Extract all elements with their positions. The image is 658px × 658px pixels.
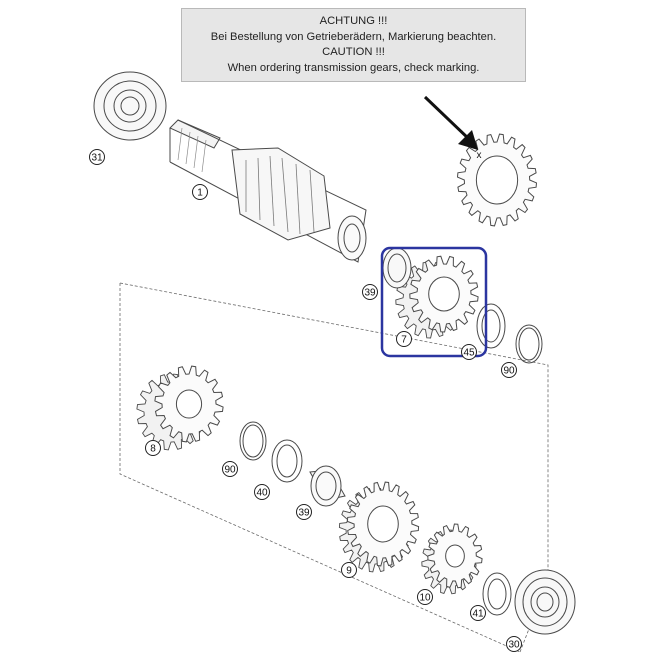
callout-number: 90 xyxy=(224,465,236,476)
marking-symbol: x xyxy=(477,150,482,161)
callout-circle xyxy=(396,331,412,347)
notice-line-en-2: When ordering transmission gears, check … xyxy=(227,61,480,74)
callout-part-31: 31 xyxy=(89,149,105,165)
callout-circle xyxy=(470,605,486,621)
callout-number: 41 xyxy=(472,609,484,620)
callout-part-10: 10 xyxy=(417,589,433,605)
callout-circle xyxy=(506,636,522,652)
callout-circle xyxy=(89,149,105,165)
callout-number: 31 xyxy=(91,153,103,164)
callout-part-1: 1 xyxy=(192,184,208,200)
callout-circle xyxy=(296,504,312,520)
callout-number: 30 xyxy=(508,640,520,651)
callout-circle xyxy=(501,362,517,378)
callout-circle xyxy=(362,284,378,300)
callout-labels: 31 1 39 7 45 90 8 90 40 39 9 10 41 30 xyxy=(89,149,522,652)
notice-line-de-1: ACHTUNG !!! xyxy=(319,15,388,27)
gear-8 xyxy=(136,365,224,451)
callout-circle xyxy=(145,440,161,456)
callout-number: 10 xyxy=(419,593,431,604)
callout-part-39-upper: 39 xyxy=(362,284,378,300)
bearing-30 xyxy=(514,569,576,635)
callout-part-9: 9 xyxy=(341,562,357,578)
callout-number: 39 xyxy=(364,288,376,299)
bushing-39-lower xyxy=(309,465,346,507)
callout-circle xyxy=(341,562,357,578)
callout-number: 9 xyxy=(346,566,352,577)
circlip-90-lower xyxy=(239,421,267,461)
washer-45 xyxy=(476,303,506,349)
callout-part-40: 40 xyxy=(254,484,270,500)
callout-part-30: 30 xyxy=(506,636,522,652)
gear-7 xyxy=(395,255,479,339)
callout-part-45: 45 xyxy=(461,344,477,360)
callout-part-90-lower: 90 xyxy=(222,461,238,477)
callout-part-90-upper: 90 xyxy=(501,362,517,378)
callout-part-8: 8 xyxy=(145,440,161,456)
gear-9 xyxy=(338,481,420,573)
bushing-39-upper xyxy=(382,247,412,289)
marked-reference-gear xyxy=(456,133,538,227)
washer-40 xyxy=(271,439,303,483)
callout-number: 7 xyxy=(401,335,407,346)
callout-part-7: 7 xyxy=(396,331,412,347)
callout-circle xyxy=(192,184,208,200)
callout-circle xyxy=(222,461,238,477)
notice-line-de-2: Bei Bestellung von Getrieberädern, Marki… xyxy=(210,30,497,43)
callout-part-39-lower: 39 xyxy=(296,504,312,520)
highlight-frame xyxy=(380,246,488,358)
down-right-arrow-icon xyxy=(423,95,478,150)
notice-line-en-1: CAUTION !!! xyxy=(322,46,385,59)
callout-number: 8 xyxy=(150,444,156,455)
callout-part-41: 41 xyxy=(470,605,486,621)
main-shaft xyxy=(169,119,367,263)
callout-circle xyxy=(417,589,433,605)
callout-number: 1 xyxy=(197,188,203,199)
callout-circle xyxy=(461,344,477,360)
assembly-outline xyxy=(119,282,549,653)
bearing-31 xyxy=(93,71,167,141)
circlip-90-upper xyxy=(515,324,543,364)
callout-number: 40 xyxy=(256,488,268,499)
callout-number: 45 xyxy=(463,348,475,359)
gear-10 xyxy=(421,523,483,595)
caution-notice: ACHTUNG !!! Bei Bestellung von Getrieber… xyxy=(181,8,526,82)
callout-number: 90 xyxy=(503,366,515,377)
callout-circle xyxy=(254,484,270,500)
callout-number: 39 xyxy=(298,508,310,519)
washer-41 xyxy=(482,572,512,616)
